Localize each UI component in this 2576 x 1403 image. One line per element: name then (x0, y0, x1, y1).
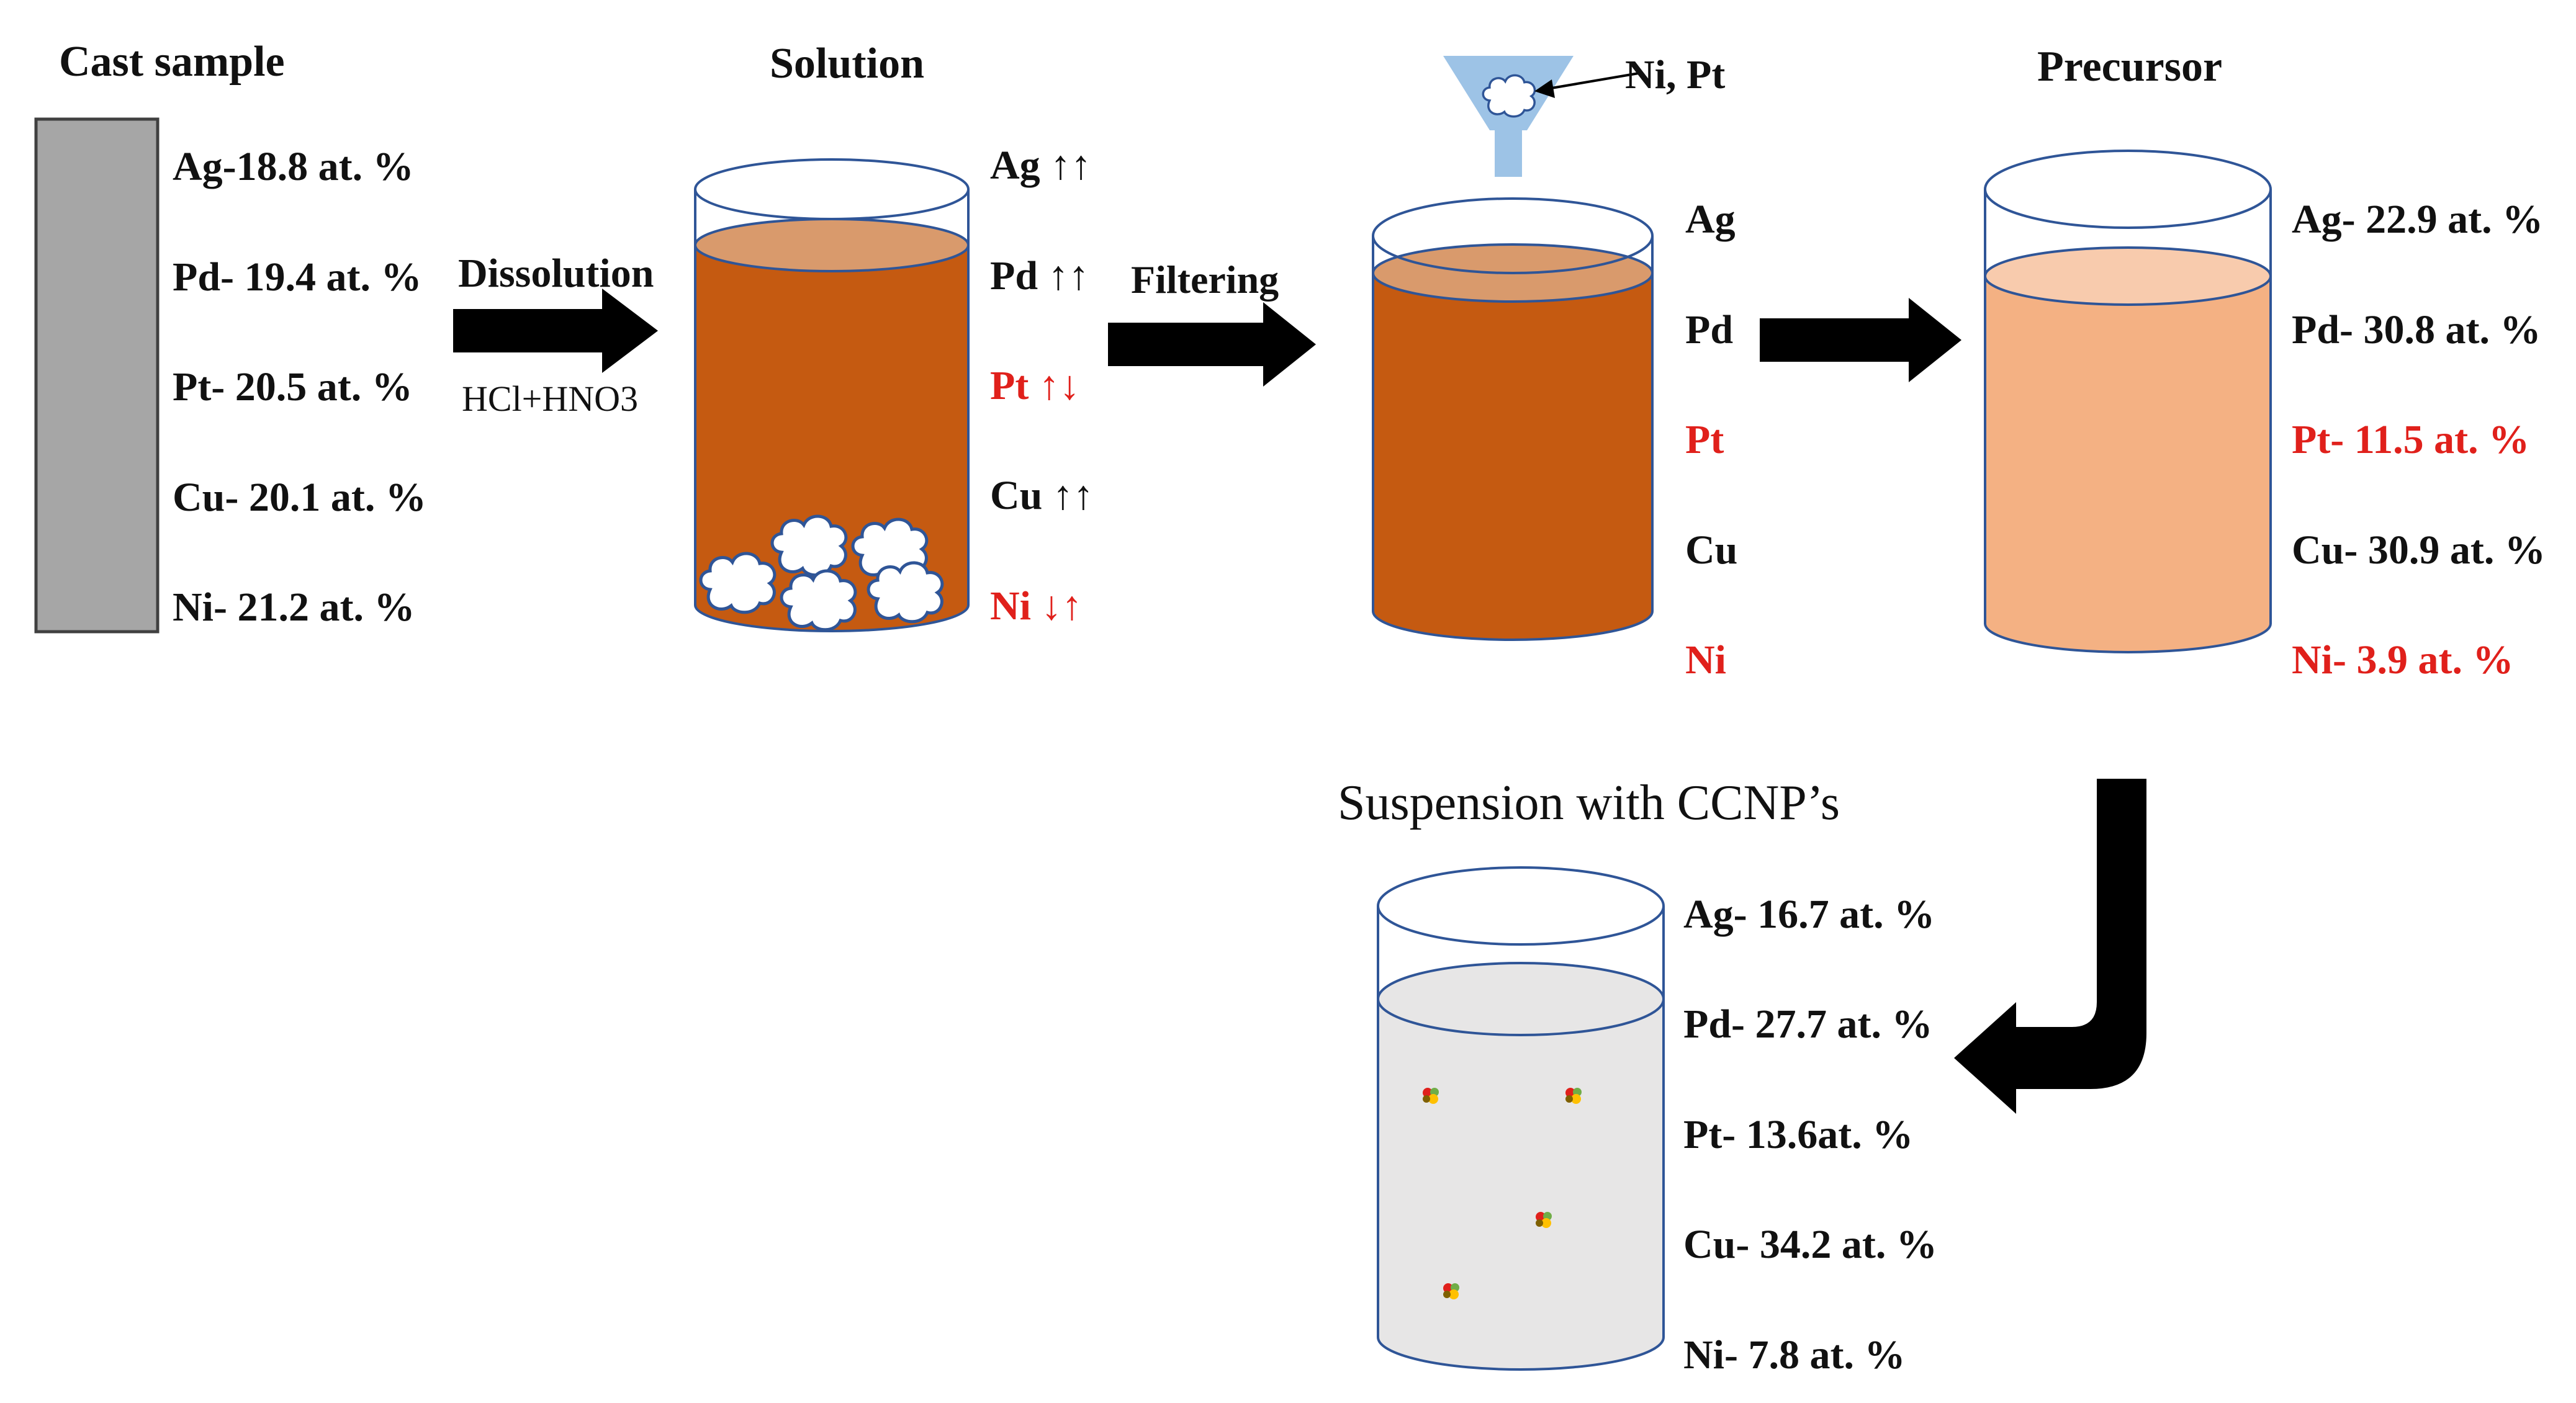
filtered-list: Ag Pd Pt Cu Ni (1685, 197, 1737, 683)
suspension-list: Ag- 16.7 at. % Pd- 27.7 at. % Pt- 13.6at… (1683, 892, 1937, 1378)
solution-row-ag: Ag ↑↑ (990, 143, 1091, 188)
precursor-beaker (1984, 150, 2272, 653)
dissolution-arrow (453, 289, 658, 373)
cast-sample-row: Ag-18.8 at. % (173, 144, 414, 189)
suspension-arrow (1954, 779, 2146, 1114)
filtered-row: Pd (1685, 307, 1733, 352)
suspension-row: Cu- 34.2 at. % (1683, 1222, 1937, 1267)
solution-list: Ag ↑↑ Pd ↑↑ Pt ↑↓ Cu ↑↑ Ni ↓↑ (990, 143, 1094, 629)
funnel-pointer-head (1534, 79, 1555, 98)
precursor-list: Ag- 22.9 at. % Pd- 30.8 at. % Pt- 11.5 a… (2292, 197, 2546, 683)
cast-sample-row: Pt- 20.5 at. % (173, 364, 413, 410)
filtering-arrow (1108, 302, 1316, 387)
solution-row-ni: Ni ↓↑ (990, 583, 1083, 629)
suspension-row: Ag- 16.7 at. % (1683, 892, 1935, 937)
cast-sample-row: Pd- 19.4 at. % (173, 254, 421, 300)
suspension-beaker (1377, 866, 1665, 1371)
cast-sample-row: Cu- 20.1 at. % (173, 475, 426, 520)
precursor-title: Precursor (2037, 43, 2222, 91)
solution-row-pd: Pd ↑↑ (990, 253, 1089, 298)
funnel-label: Ni, Pt (1625, 52, 1725, 97)
funnel-pointer (1540, 72, 1639, 91)
cast-sample-row: Ni- 21.2 at. % (173, 585, 415, 630)
precursor-arrow (1760, 298, 1961, 382)
filtering-label: Filtering (1131, 258, 1279, 302)
funnel (1443, 56, 1574, 177)
solution-row-cu: Cu ↑↑ (990, 473, 1094, 518)
dissolution-label: Dissolution (458, 251, 654, 296)
precursor-row: Pt- 11.5 at. % (2292, 417, 2529, 462)
filtered-row: Pt (1685, 417, 1724, 462)
suspension-row: Pt- 13.6at. % (1683, 1112, 1913, 1157)
filtered-beaker (1372, 197, 1654, 641)
filtered-row: Ag (1685, 197, 1736, 242)
precursor-row: Ni- 3.9 at. % (2292, 637, 2513, 683)
suspension-row: Pd- 27.7 at. % (1683, 1002, 1932, 1047)
solution-row-pt: Pt ↑↓ (990, 363, 1080, 408)
filtered-row: Ni (1685, 637, 1726, 683)
filtered-row: Cu (1685, 527, 1737, 573)
precursor-row: Pd- 30.8 at. % (2292, 307, 2541, 352)
suspension-title: Suspension with CCNP’s (1338, 776, 1840, 830)
solution-title: Solution (770, 40, 924, 87)
cast-sample-bar (34, 117, 160, 634)
acid-label: HCl+HNO3 (462, 379, 638, 419)
precursor-row: Cu- 30.9 at. % (2292, 527, 2546, 573)
cast-sample-title: Cast sample (59, 38, 285, 86)
precursor-row: Ag- 22.9 at. % (2292, 197, 2543, 242)
suspension-row: Ni- 7.8 at. % (1683, 1332, 1905, 1378)
cast-sample-list: Ag-18.8 at. % Pd- 19.4 at. % Pt- 20.5 at… (173, 144, 426, 630)
